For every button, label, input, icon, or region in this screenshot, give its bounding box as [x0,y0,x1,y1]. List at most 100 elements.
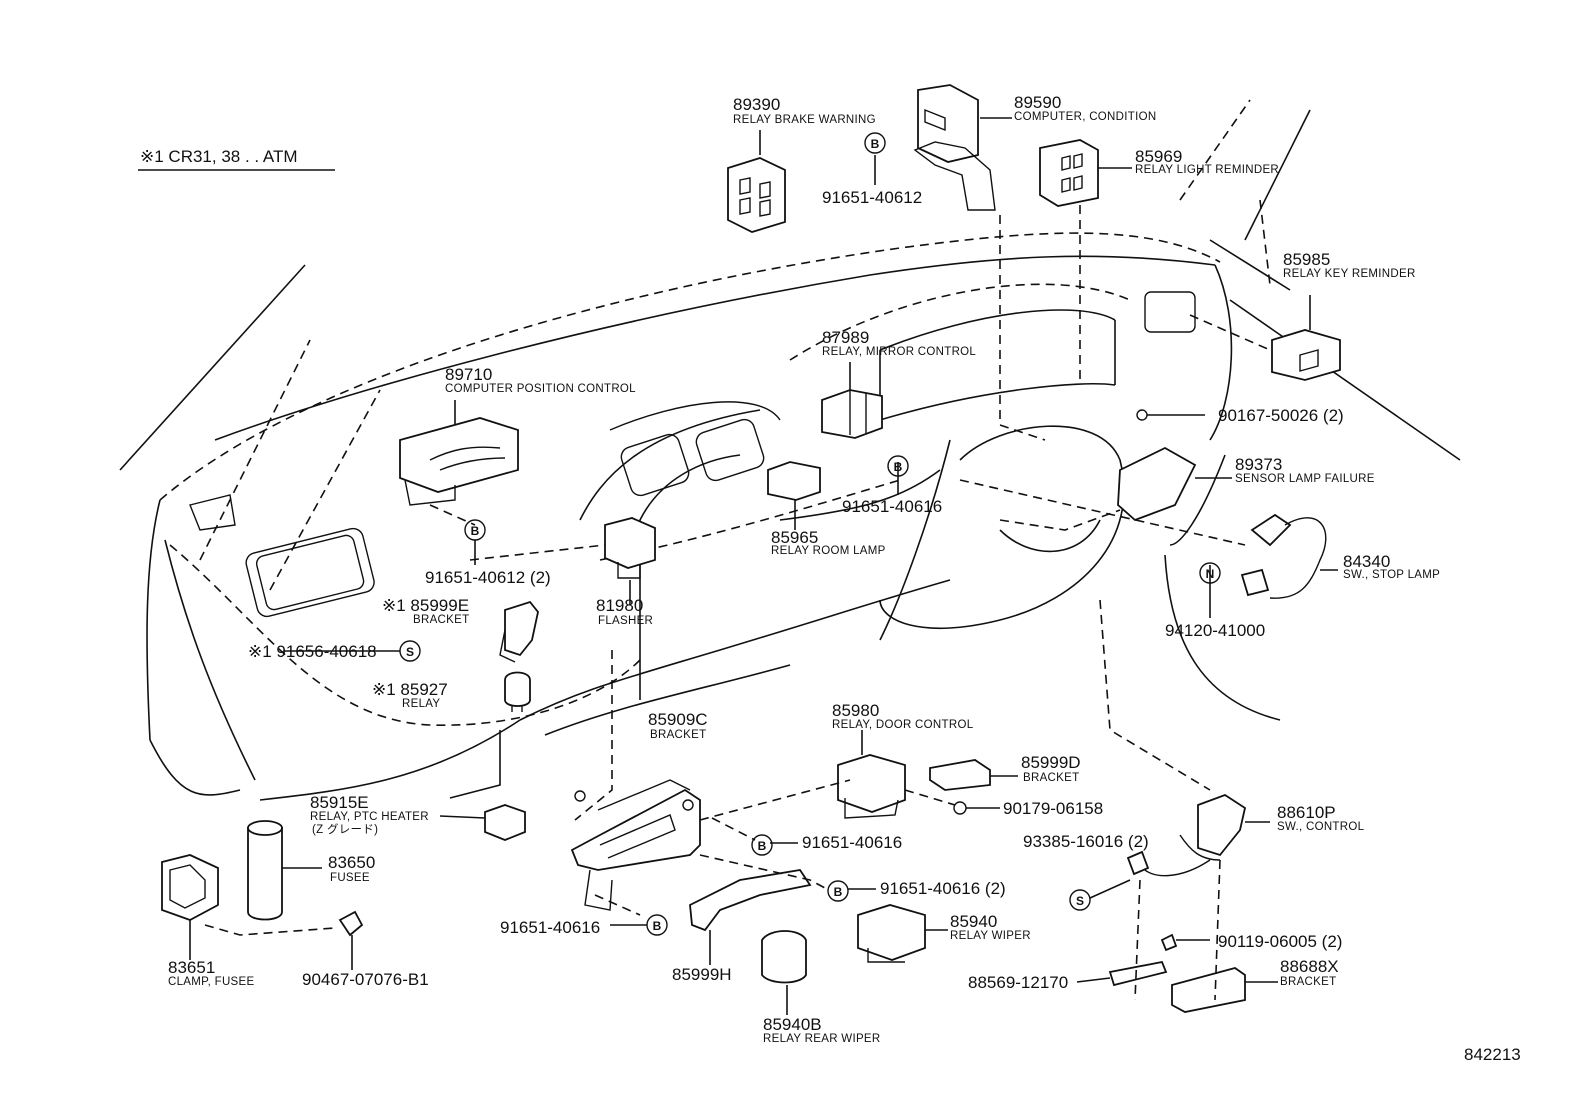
symbol-b-5: B [827,880,849,902]
symbol-b-2: B [887,455,909,477]
clamp-fusee-part [161,854,219,960]
svg-text:RELAY WIPER: RELAY WIPER [950,930,1031,942]
symbol-s-1: S [399,640,421,662]
relay-mirror-control-part [821,362,883,439]
svg-text:83651: 83651 [168,958,215,977]
label-83650: 83650 FUSEE [328,853,375,884]
svg-text:S: S [1076,894,1084,908]
svg-text:SW., STOP LAMP: SW., STOP LAMP [1343,569,1440,581]
figure-number: 842213 [1464,1045,1521,1064]
svg-text:BRACKET: BRACKET [1280,976,1336,988]
relay-rear-wiper-part [761,930,807,1015]
label-84340: 84340 SW., STOP LAMP [1343,552,1440,581]
label-88688x: 88688X BRACKET [1280,957,1339,988]
svg-text:88610P: 88610P [1277,803,1336,822]
svg-text:COMPUTER POSITION CONTROL: COMPUTER POSITION CONTROL [445,383,636,395]
svg-text:SW., CONTROL: SW., CONTROL [1277,821,1365,833]
svg-text:85940B: 85940B [763,1015,822,1034]
svg-text:B: B [871,137,880,151]
dashboard-outline [119,99,1461,801]
relay-85927-part [504,671,531,712]
svg-text:85915E: 85915E [310,793,369,812]
svg-text:85940: 85940 [950,912,997,931]
svg-text:S: S [406,645,414,659]
svg-text:COMPUTER, CONDITION: COMPUTER, CONDITION [1014,111,1156,123]
label-89390: 89390 RELAY BRAKE WARNING [733,95,876,126]
relay-room-lamp-part [767,461,821,530]
svg-text:B: B [834,885,843,899]
label-85927: ※1 85927 RELAY [372,680,448,710]
svg-text:(Z グレード): (Z グレード) [312,822,378,836]
svg-text:83650: 83650 [328,853,375,872]
label-88610p: 88610P SW., CONTROL [1277,803,1365,833]
fastener-label: ※1 91656-40618 [248,642,377,661]
fastener-label: 90179-06158 [1003,799,1103,818]
label-85999d: 85999D BRACKET [1021,753,1081,784]
relay-ptc-heater-part [484,804,526,841]
label-85969: 85969 RELAY LIGHT REMINDER [1135,147,1279,176]
svg-text:B: B [894,460,903,474]
svg-text:※1 85927: ※1 85927 [372,680,448,699]
fastener-label: 91651-40616 (2) [880,879,1006,898]
fastener-label: 88569-12170 [968,973,1068,992]
svg-text:81980: 81980 [596,596,643,615]
fastener-label: 91651-40616 [500,918,600,937]
fastener-label: 91651-40612 [822,188,922,207]
label-89373: 89373 SENSOR LAMP FAILURE [1235,455,1375,485]
svg-text:※1 85999E: ※1 85999E [382,596,469,615]
fastener-label: 94120-41000 [1165,621,1265,640]
label-89710: 89710 COMPUTER POSITION CONTROL [445,365,636,395]
relay-key-reminder-part [1271,295,1341,381]
svg-text:RELAY, PTC HEATER: RELAY, PTC HEATER [310,811,429,823]
bracket-88688x-part [1108,933,1278,1013]
computer-condition-part [913,84,1012,211]
flasher-part [604,517,656,605]
label-85980: 85980 RELAY, DOOR CONTROL [832,701,973,731]
svg-text:85999H: 85999H [672,965,732,984]
leader-lines [204,155,1271,1001]
fastener-label: 91651-40612 (2) [425,568,551,587]
computer-position-control-part [399,400,519,506]
fastener-label: 90119-06005 (2) [1218,932,1342,951]
svg-text:FLASHER: FLASHER [598,615,653,627]
svg-text:89710: 89710 [445,365,492,384]
svg-text:RELAY, MIRROR CONTROL: RELAY, MIRROR CONTROL [822,346,976,358]
fastener-label: 90167-50026 (2) [1218,406,1344,425]
bracket-85909c-part [570,779,701,911]
svg-text:89390: 89390 [733,95,780,114]
clip-90467-part [338,910,364,970]
label-85940b: 85940B RELAY REAR WIPER [763,1015,880,1045]
svg-text:RELAY: RELAY [402,698,440,710]
symbol-b-1: B [864,132,886,154]
fastener-label: 90467-07076-B1 [302,970,429,989]
svg-text:89590: 89590 [1014,93,1061,112]
symbol-b-6: B [646,914,668,936]
svg-text:CLAMP, FUSEE: CLAMP, FUSEE [168,976,254,988]
svg-text:85980: 85980 [832,701,879,720]
svg-text:85969: 85969 [1135,147,1182,166]
label-87989: 87989 RELAY, MIRROR CONTROL [822,328,976,358]
svg-text:FUSEE: FUSEE [330,872,370,884]
svg-text:B: B [758,839,767,853]
fusee-part [247,820,322,921]
header-group: ※1 CR31, 38 . . ATM [138,147,335,171]
label-85909c: 85909C BRACKET [648,710,708,741]
svg-text:89373: 89373 [1235,455,1282,474]
label-85999e: ※1 85999E BRACKET [382,596,469,626]
fastener-label: 91651-40616 [842,497,942,516]
applicability-note: ※1 CR31, 38 . . ATM [140,147,298,166]
svg-text:SENSOR LAMP FAILURE: SENSOR LAMP FAILURE [1235,473,1375,485]
svg-text:RELAY ROOM LAMP: RELAY ROOM LAMP [771,545,886,557]
relay-door-control-part [837,730,906,819]
symbol-b-4: B [751,834,773,856]
switch-stop-lamp-part [1240,513,1338,599]
svg-text:B: B [653,919,662,933]
svg-text:84340: 84340 [1343,552,1390,571]
bracket-85999d-part [929,759,1018,791]
label-85940: 85940 RELAY WIPER [950,912,1031,942]
svg-text:85965: 85965 [771,528,818,547]
label-81980: 81980 FLASHER [596,596,653,627]
bracket-85999e-part [499,600,539,663]
svg-text:B: B [471,524,480,538]
